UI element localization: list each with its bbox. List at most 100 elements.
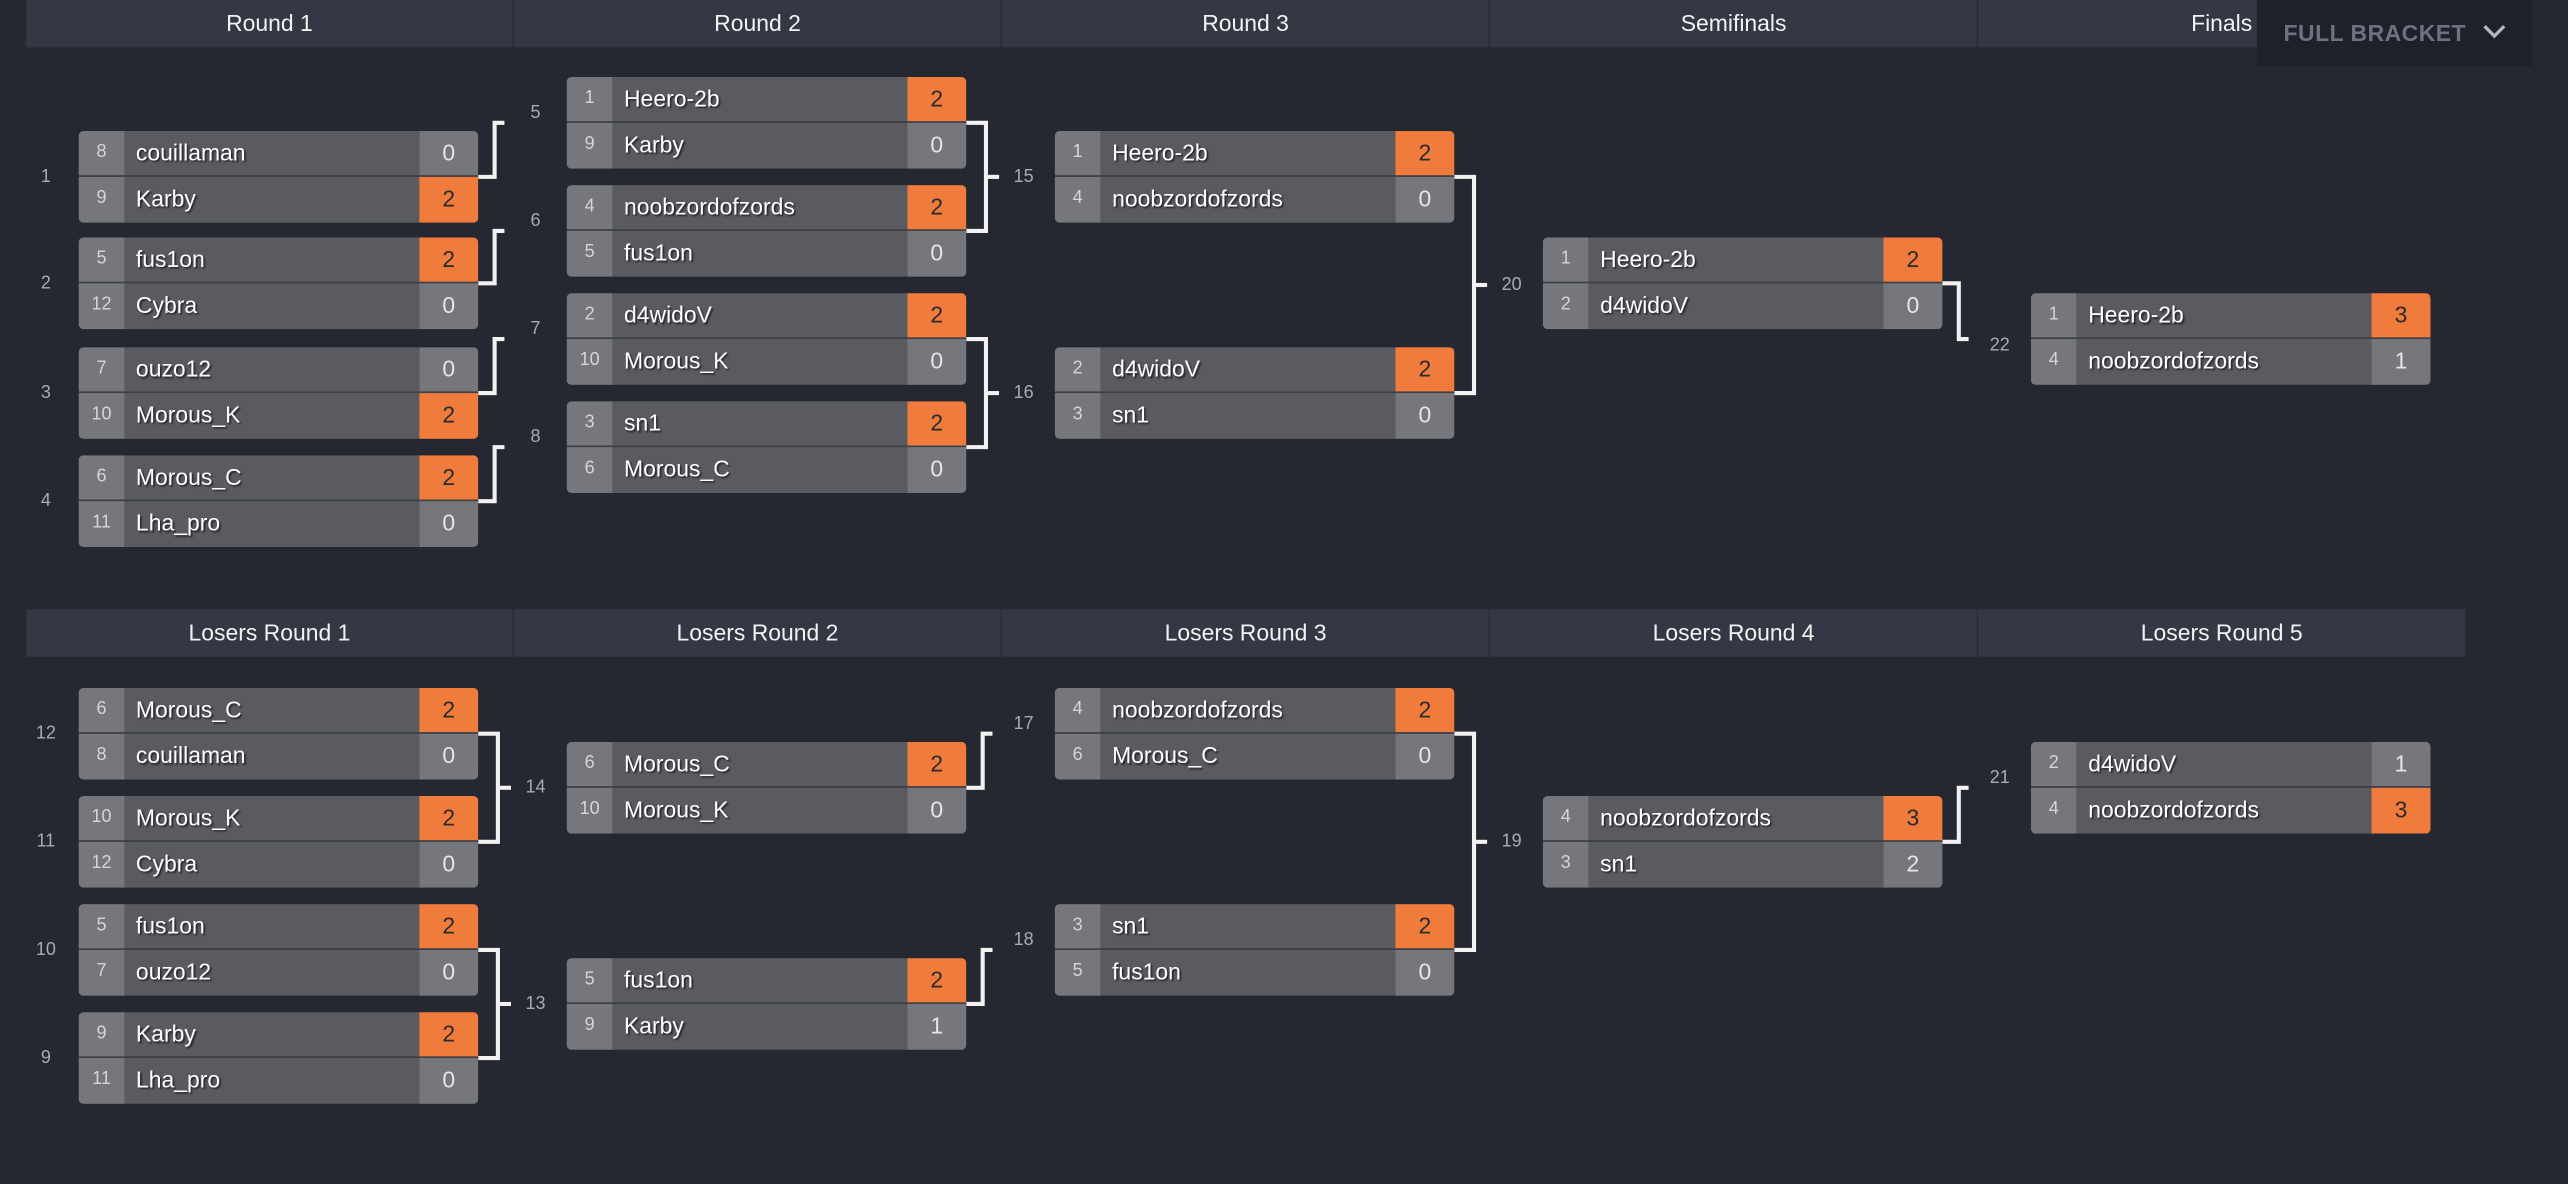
player-name: Karby (124, 1012, 420, 1057)
match-number: 21 (1989, 768, 2010, 788)
score: 2 (419, 687, 479, 733)
player-name: Morous_K (612, 787, 908, 834)
match-number: 1 (40, 167, 51, 187)
match-number: 11 (36, 832, 56, 852)
seed: 6 (1054, 733, 1101, 780)
match-number: 5 (530, 103, 541, 123)
player-name: noobzordofzords (2076, 339, 2372, 385)
round-header: Losers Round 1 (26, 609, 515, 657)
score: 1 (2371, 741, 2431, 787)
player-name: couillaman (124, 733, 420, 780)
connector-line (966, 947, 993, 1007)
player-name: noobzordofzords (1588, 795, 1884, 841)
player-name: Karby (612, 1003, 908, 1050)
seed: 5 (566, 230, 613, 277)
player-name: ouzo12 (124, 347, 420, 392)
full-bracket-dropdown[interactable]: FULL BRACKET (2256, 0, 2533, 66)
round-header: Round 1 (26, 0, 515, 48)
score: 1 (907, 1003, 967, 1050)
score: 1 (2371, 339, 2431, 385)
connector-line (1454, 731, 1477, 952)
round-header: Round 3 (1002, 0, 1491, 48)
seed: 2 (566, 293, 613, 338)
seed: 1 (1542, 237, 1589, 282)
seed: 9 (566, 1003, 613, 1050)
player-name: couillaman (124, 131, 420, 176)
match-number: 4 (40, 491, 51, 511)
score: 3 (2371, 787, 2431, 834)
score: 2 (907, 293, 967, 338)
round-header: Losers Round 2 (514, 609, 1003, 657)
player-name: fus1on (124, 904, 420, 949)
connector-line (1942, 785, 1969, 844)
connector-line (1942, 281, 1969, 342)
